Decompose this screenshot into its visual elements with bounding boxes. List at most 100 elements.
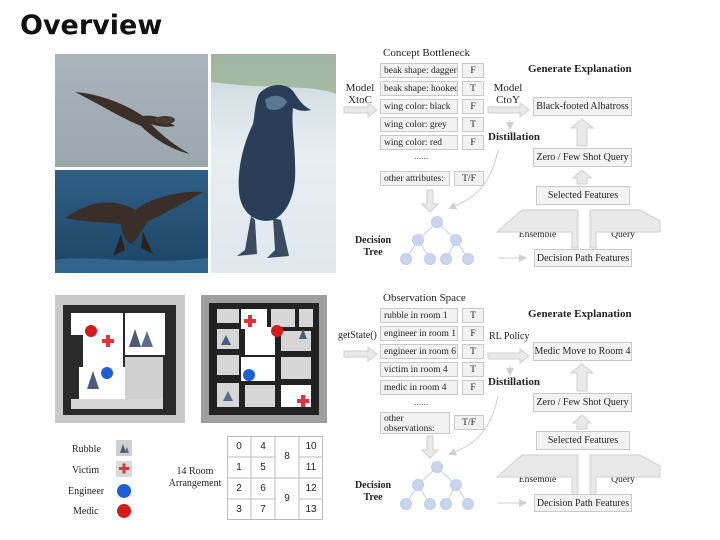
model-ctoy-line1: Model xyxy=(493,82,523,94)
arrow-rl-policy xyxy=(487,347,530,365)
observation-label: engineer in room 6 xyxy=(380,344,458,359)
red-cross-icon xyxy=(116,461,132,477)
arrow-getstate xyxy=(343,345,378,363)
selected-features-box: Selected Features xyxy=(536,186,630,205)
legend-rubble-label: Rubble xyxy=(72,444,101,455)
llm-query-label-bottom: LLM Query xyxy=(598,464,648,486)
arrow-down-table xyxy=(420,189,440,213)
tree-ensemble-line1-bottom: Tree xyxy=(528,464,547,474)
tree-ensemble-label: Tree Ensemble xyxy=(510,219,565,241)
decision-tree-line2: Tree xyxy=(363,247,383,258)
arrow-up-to-prediction xyxy=(569,118,595,147)
gridworld-map-left xyxy=(55,295,185,423)
decision-tree-line2-bottom: Tree xyxy=(363,492,383,503)
concept-label: wing color: red xyxy=(380,135,458,150)
decision-tree-line1-bottom: Decision xyxy=(354,480,392,491)
observation-value: F xyxy=(462,326,484,341)
llm-query-line1: LLM xyxy=(612,219,634,229)
room-number: 6 xyxy=(260,483,266,494)
room-number: 2 xyxy=(236,483,242,494)
llm-query-label: LLM Query xyxy=(598,219,648,241)
engineer-dot-icon xyxy=(117,484,131,498)
llm-query-line2: Query xyxy=(611,230,635,240)
other-observations-value: T/F xyxy=(454,415,484,430)
observation-value: T xyxy=(462,308,484,323)
concept-value: F xyxy=(462,99,484,114)
arrow-up-to-zero-shot xyxy=(571,169,593,185)
observation-space-title: Observation Space xyxy=(383,292,466,304)
tree-ensemble-line2: Ensemble xyxy=(518,230,557,240)
prediction-box-bottom: Medic Move to Room 4 xyxy=(533,342,632,361)
model-xtoc-line2: XtoC xyxy=(348,94,372,106)
legend-engineer-label: Engineer xyxy=(68,486,105,497)
concept-label: beak shape: hooked xyxy=(380,81,458,96)
concept-label: wing color: grey xyxy=(380,117,458,132)
concept-bottleneck-title: Concept Bottleneck xyxy=(383,47,471,59)
observation-label: victim in room 4 xyxy=(380,362,458,377)
room-number: 9 xyxy=(284,493,290,504)
model-ctoy-label: Model CtoY xyxy=(490,82,526,106)
albatross-standing-photo xyxy=(211,54,336,273)
concept-value: F xyxy=(462,135,484,150)
room-number: 7 xyxy=(260,504,266,515)
prediction-box: Black-footed Albatross xyxy=(533,97,632,116)
medic-dot-icon xyxy=(117,504,131,518)
tree-ensemble-label-bottom: Tree Ensemble xyxy=(510,464,565,486)
room-arrangement-line2: Arrangement xyxy=(168,478,222,489)
decision-tree-label: Decision Tree xyxy=(352,235,394,259)
room-arrangement-line1: 14 Room xyxy=(176,466,214,477)
decision-tree-graph xyxy=(400,216,474,265)
arrow-down-table-bottom xyxy=(420,435,440,459)
room-number: 4 xyxy=(260,441,266,452)
tree-ensemble-line2-bottom: Ensemble xyxy=(518,475,557,485)
decision-tree-graph-bottom xyxy=(400,461,474,510)
room-number: 0 xyxy=(236,441,242,452)
concept-label: beak shape: dagger xyxy=(380,63,458,78)
page-title: Overview xyxy=(20,10,163,41)
albatross-landing-photo xyxy=(55,170,208,273)
decision-tree-line1: Decision xyxy=(354,235,392,246)
concept-value: T xyxy=(462,117,484,132)
concept-ellipsis: ...... xyxy=(414,152,429,162)
observation-value: T xyxy=(462,362,484,377)
decision-tree-label-bottom: Decision Tree xyxy=(352,480,394,504)
arrow-up-zero-shot-bottom xyxy=(571,414,593,430)
rubble-icon xyxy=(116,440,132,456)
room-arrangement-label: 14 Room Arrangement xyxy=(168,466,222,490)
observation-label: engineer in room 1 xyxy=(380,326,458,341)
tree-ensemble-line1: Tree xyxy=(528,219,547,229)
observation-ellipsis: ...... xyxy=(414,398,429,408)
other-attributes-value: T/F xyxy=(454,171,484,186)
room-number: 12 xyxy=(305,483,317,494)
room-number: 11 xyxy=(305,462,317,473)
generate-explanation-title-bottom: Generate Explanation xyxy=(528,308,632,320)
zero-few-shot-box: Zero / Few Shot Query xyxy=(533,148,632,167)
room-number: 1 xyxy=(236,462,242,473)
albatross-flying-photo xyxy=(55,54,208,167)
zero-few-shot-box-bottom: Zero / Few Shot Query xyxy=(533,393,632,412)
observation-value: F xyxy=(462,380,484,395)
room-number: 3 xyxy=(236,504,242,515)
room-number: 8 xyxy=(284,451,290,462)
distillation-label-bottom: Distillation xyxy=(488,376,540,388)
llm-query-line1-bottom: LLM xyxy=(612,464,634,474)
gridworld-map-right xyxy=(201,295,327,423)
other-observations-line2: observations: xyxy=(384,424,435,434)
observation-label: medic in room 4 xyxy=(380,380,458,395)
legend-medic-label: Medic xyxy=(73,506,99,517)
room-number: 13 xyxy=(305,504,317,515)
generate-explanation-title: Generate Explanation xyxy=(528,63,632,75)
observation-value: T xyxy=(462,344,484,359)
room-number: 10 xyxy=(305,441,317,452)
get-state-label: getState() xyxy=(338,330,377,341)
model-ctoy-line2: CtoY xyxy=(496,94,520,106)
distillation-label: Distillation xyxy=(488,131,540,143)
rl-policy-label: RL Policy xyxy=(489,331,530,342)
observation-label: rubble in room 1 xyxy=(380,308,458,323)
legend-victim-label: Victim xyxy=(72,465,100,476)
model-xtoc-line1: Model xyxy=(345,82,375,94)
other-observations-line1: other xyxy=(384,414,404,424)
concept-value: F xyxy=(462,63,484,78)
concept-value: T xyxy=(462,81,484,96)
other-observations-label: other observations: xyxy=(380,412,450,434)
